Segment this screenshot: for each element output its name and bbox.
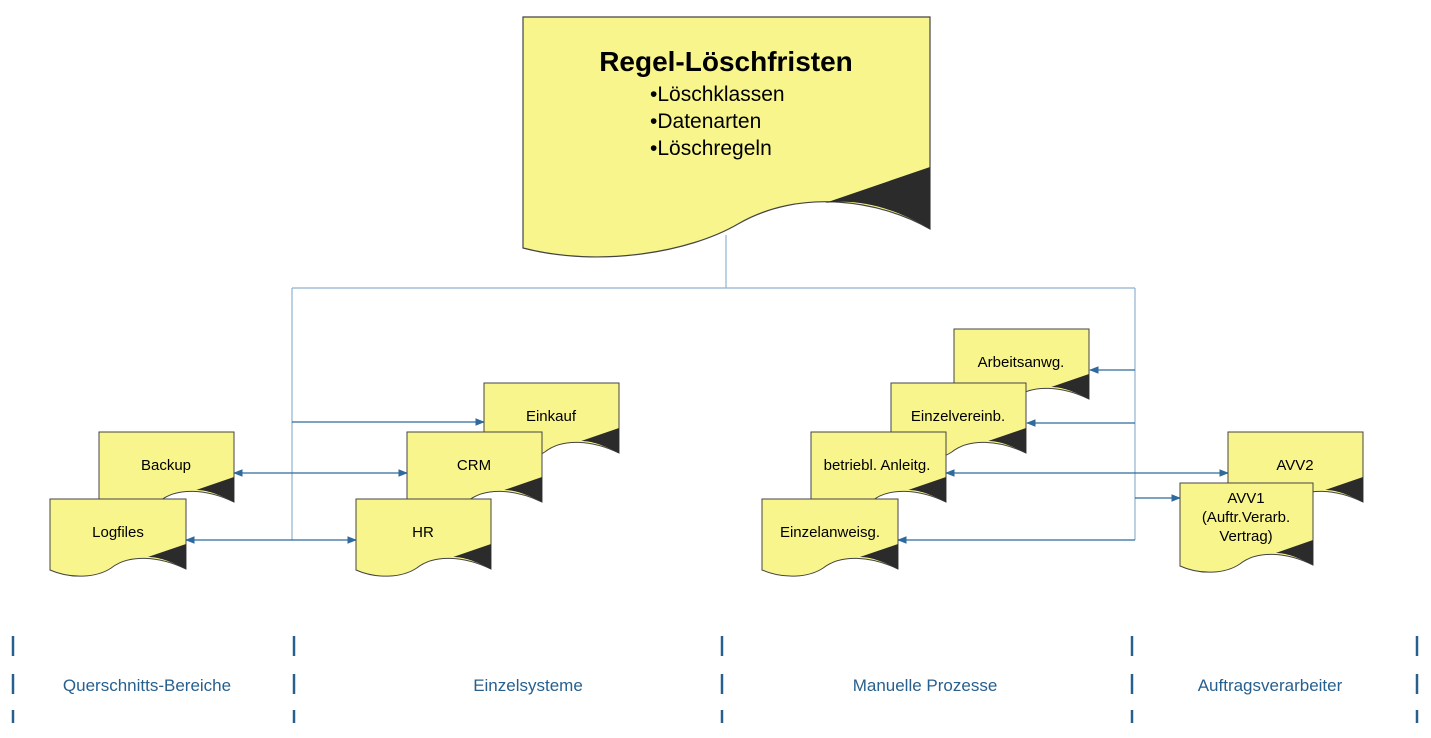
category-einzelsysteme: Einzelsysteme	[473, 676, 583, 695]
main-document-title: Regel-Löschfristen	[599, 46, 853, 77]
category-manuelle-prozesse: Manuelle Prozesse	[853, 676, 998, 695]
document-logfiles-fold	[147, 544, 186, 569]
main-document-shape	[522, 16, 931, 258]
document-avv1-label-3: Vertrag)	[1219, 528, 1272, 545]
main-document-bullet-3: •Löschregeln	[650, 137, 772, 160]
category-auftragsverarbeiter: Auftragsverarbeiter	[1198, 676, 1343, 695]
document-backup: Backup	[98, 431, 235, 510]
document-logfiles: Logfiles	[49, 498, 187, 577]
document-avv1: AVV1 (Auftr.Verarb. Vertrag)	[1179, 482, 1314, 573]
category-labels: Querschnitts-Bereiche Einzelsysteme Manu…	[63, 676, 1343, 695]
document-crm-fold	[504, 477, 542, 502]
document-backup-label: Backup	[141, 457, 191, 474]
document-hr-label: HR	[412, 524, 434, 541]
document-avv2-label: AVV2	[1276, 457, 1313, 474]
document-avv1-label-1: AVV1	[1227, 490, 1264, 507]
main-document: Regel-Löschfristen •Löschklassen •Datena…	[522, 16, 931, 258]
category-dividers	[11, 636, 1419, 723]
document-hr: HR	[355, 498, 492, 577]
document-betriebl-label: betriebl. Anleitg.	[824, 457, 931, 474]
arrows	[185, 366, 1229, 544]
document-avv1-shape	[1179, 482, 1314, 573]
document-crm: CRM	[406, 431, 543, 510]
main-document-bullet-2: •Datenarten	[650, 110, 761, 133]
document-avv1-fold	[1275, 540, 1313, 565]
document-einkauf-label: Einkauf	[526, 408, 577, 425]
document-crm-label: CRM	[457, 457, 491, 474]
document-betriebl-fold	[908, 477, 946, 502]
document-einkauf-fold	[581, 428, 619, 453]
document-einzelanweisg: Einzelanweisg.	[761, 498, 899, 577]
document-einzelanweisg-fold	[859, 544, 898, 569]
main-document-bullet-1: •Löschklassen	[650, 83, 785, 106]
document-einzelanweisg-label: Einzelanweisg.	[780, 524, 880, 541]
document-avv2-fold	[1325, 477, 1363, 502]
document-einzelvereinb-fold	[988, 428, 1026, 453]
document-logfiles-label: Logfiles	[92, 524, 144, 541]
document-backup-fold	[196, 477, 234, 502]
main-document-fold	[825, 167, 930, 229]
document-hr-fold	[453, 544, 491, 569]
document-avv1-label-2: (Auftr.Verarb.	[1202, 509, 1290, 526]
category-querschnitts: Querschnitts-Bereiche	[63, 676, 231, 695]
document-arbeitsanw-label: Arbeitsanwg.	[978, 354, 1065, 371]
document-einzelvereinb-label: Einzelvereinb.	[911, 408, 1005, 425]
document-arbeitsanw-fold	[1051, 374, 1089, 399]
document-betriebl: betriebl. Anleitg.	[810, 431, 947, 510]
